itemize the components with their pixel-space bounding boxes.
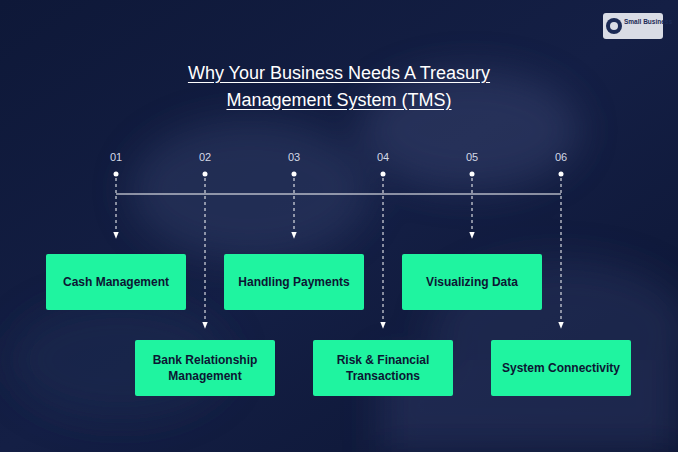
logo-text: Small Business xyxy=(624,18,672,26)
callout-number: 04 xyxy=(368,151,398,164)
logo-plate xyxy=(603,13,663,39)
callout-number: 02 xyxy=(190,151,220,164)
dashed-leader xyxy=(116,178,117,238)
title: Why Your Business Needs A Treasury Manag… xyxy=(159,60,519,114)
box-label: Handling Payments xyxy=(238,274,349,290)
box-label: System Connectivity xyxy=(502,360,620,376)
box-label: Bank Relationship Management xyxy=(145,352,265,384)
dashed-leader xyxy=(294,178,295,238)
callout-number: 05 xyxy=(457,151,487,164)
timeline-bar xyxy=(116,194,561,195)
logo-mark-inner xyxy=(610,22,618,30)
dashed-leader xyxy=(561,178,562,328)
timeline-dot xyxy=(114,172,119,177)
callout-number: 06 xyxy=(546,151,576,164)
process-box: Bank Relationship Management xyxy=(135,340,275,396)
process-box: System Connectivity xyxy=(491,340,631,396)
timeline-dots xyxy=(114,172,564,177)
callout-number: 01 xyxy=(101,151,131,164)
timeline-dot xyxy=(292,172,297,177)
logo xyxy=(603,13,663,39)
process-box: Visualizing Data xyxy=(402,254,542,310)
callout-number: 03 xyxy=(279,151,309,164)
process-box: Risk & Financial Transactions xyxy=(313,340,453,396)
process-box: Handling Payments xyxy=(224,254,364,310)
timeline-dot xyxy=(203,172,208,177)
dashed-leader xyxy=(205,178,206,328)
dashed-leader xyxy=(383,178,384,328)
timeline-dot xyxy=(470,172,475,177)
dashed-leader xyxy=(472,178,473,238)
timeline-dot xyxy=(381,172,386,177)
timeline-dot xyxy=(559,172,564,177)
process-box: Cash Management xyxy=(46,254,186,310)
box-label: Visualizing Data xyxy=(426,274,518,290)
blurred-hands xyxy=(10,70,678,452)
box-label: Risk & Financial Transactions xyxy=(323,352,443,384)
box-label: Cash Management xyxy=(63,274,169,290)
logo-mark xyxy=(606,18,622,34)
